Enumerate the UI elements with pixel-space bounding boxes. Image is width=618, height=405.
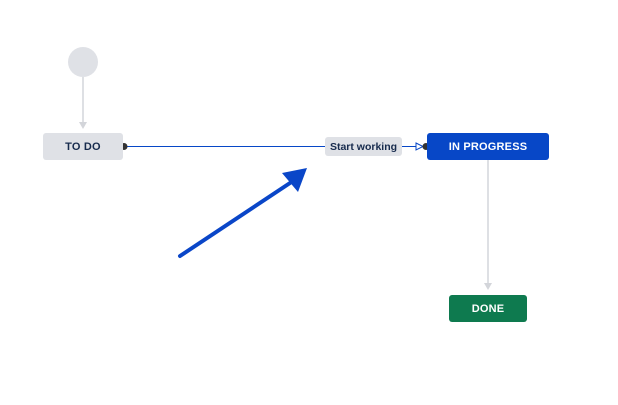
status-todo[interactable]: TO DO <box>43 133 123 160</box>
status-done[interactable]: DONE <box>449 295 527 322</box>
inprogress-to-done-arrowhead <box>484 283 492 290</box>
status-in-progress[interactable]: IN PROGRESS <box>427 133 549 160</box>
annotation-arrow-head <box>282 168 307 192</box>
status-todo-label: TO DO <box>65 140 101 153</box>
status-in-progress-label: IN PROGRESS <box>448 140 528 153</box>
transition-label-text: Start working <box>329 140 398 153</box>
start-node[interactable] <box>68 47 98 77</box>
transition-arrowhead <box>415 142 425 151</box>
status-done-label: DONE <box>471 302 505 315</box>
start-to-todo-arrowhead <box>79 122 87 129</box>
transition-start-working[interactable]: Start working <box>325 137 402 156</box>
annotation-arrow-shaft <box>178 181 292 258</box>
